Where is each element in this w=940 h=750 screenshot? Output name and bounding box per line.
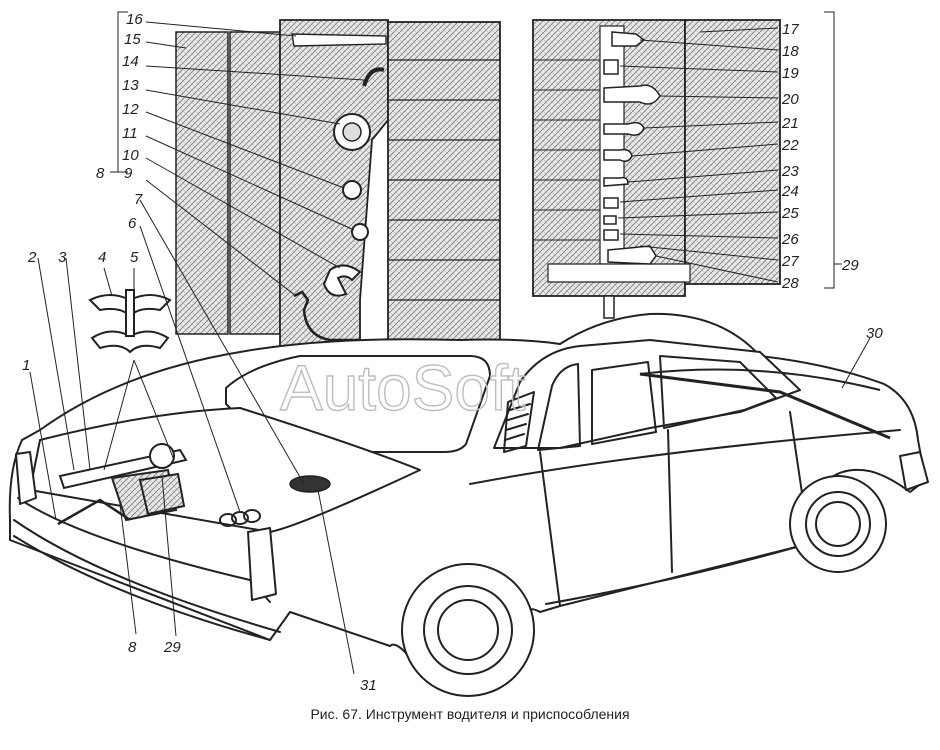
callout-20: 20 xyxy=(781,91,799,108)
hook-tool-icon xyxy=(362,67,385,87)
callout-23: 23 xyxy=(781,163,799,180)
open-wrench-icon xyxy=(322,264,362,297)
callout-12: 12 xyxy=(122,101,139,118)
callout-8-upper: 8 xyxy=(96,165,105,182)
callout-22: 22 xyxy=(781,137,799,154)
spark-plug-wrench-icon xyxy=(293,290,360,342)
callout-19: 19 xyxy=(782,65,799,82)
socket-small-icon xyxy=(351,223,369,241)
callout-10: 10 xyxy=(122,147,139,164)
callout-labels: 1 2 3 4 5 6 7 8 9 10 11 12 13 14 15 16 1… xyxy=(22,11,883,694)
callout-15: 15 xyxy=(124,31,141,48)
screwdriver-icon xyxy=(291,33,387,47)
callout-2: 2 xyxy=(27,249,37,266)
watermark: AutoSoft xyxy=(280,352,526,424)
callout-5: 5 xyxy=(130,249,139,266)
callout-6: 6 xyxy=(128,215,137,232)
callout-28: 28 xyxy=(781,275,799,292)
fuel-cap-icon xyxy=(289,475,331,493)
wing-nut-icon xyxy=(88,289,172,354)
callout-11: 11 xyxy=(122,125,138,142)
callout-18: 18 xyxy=(782,43,799,60)
callout-13: 13 xyxy=(122,77,139,94)
callout-3: 3 xyxy=(58,249,67,266)
callout-1: 1 xyxy=(22,357,30,374)
callout-4: 4 xyxy=(98,249,106,266)
callout-31: 31 xyxy=(360,677,377,694)
callout-7: 7 xyxy=(134,191,143,208)
callout-29-upper: 29 xyxy=(841,257,859,274)
trunk-tool-bag xyxy=(57,443,188,526)
left-tool-roll xyxy=(175,19,501,349)
right-tool-roll xyxy=(532,19,781,319)
antenna-rod-icon xyxy=(639,372,891,440)
callout-29-lower: 29 xyxy=(163,639,181,656)
callout-21: 21 xyxy=(781,115,799,132)
callout-24: 24 xyxy=(781,183,799,200)
socket-icon xyxy=(342,180,362,200)
callout-16: 16 xyxy=(126,11,143,28)
callout-26: 26 xyxy=(781,231,799,248)
leader-lines xyxy=(29,11,871,675)
callout-30: 30 xyxy=(866,325,883,342)
figure-caption: Рис. 67. Инструмент водителя и приспособ… xyxy=(310,706,630,722)
callout-27: 27 xyxy=(781,253,799,270)
callout-8-lower: 8 xyxy=(128,639,137,656)
callout-9: 9 xyxy=(124,165,133,182)
callout-17: 17 xyxy=(782,21,799,38)
callout-14: 14 xyxy=(122,53,139,70)
callout-25: 25 xyxy=(781,205,799,222)
